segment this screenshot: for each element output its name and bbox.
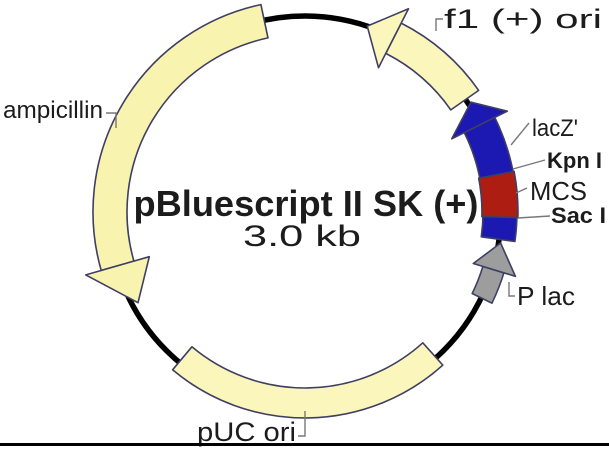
ampicillin-label: ampicillin: [3, 97, 103, 124]
puc-ori-band: [171, 342, 444, 419]
mcs-leader-line: [515, 187, 528, 194]
ampicillin-leader-line: [106, 112, 117, 128]
f1-ori-leader-line: [435, 18, 443, 31]
f1-ori-arrowhead: [366, 8, 410, 69]
sac-leader-line: [517, 215, 551, 219]
mcs-label: MCS: [530, 176, 587, 206]
ampicillin-gene-band: [92, 3, 269, 272]
f1-ori-band: [385, 22, 480, 111]
plac-promoter-arrowhead: [472, 242, 517, 278]
mcs-segment: [477, 170, 519, 219]
puc-ori-leader-line: [298, 411, 306, 437]
lacz-leader-line: [510, 122, 530, 146]
plac-leader-line: [508, 282, 515, 297]
plasmid-name-title: pBluescript II SK (+): [134, 183, 479, 224]
lacz-label: lacZ': [532, 115, 578, 142]
puc-ori-label: pUC ori: [197, 417, 296, 447]
ampicillin-gene-arrowhead: [85, 255, 151, 304]
plasmid-size-label: 3.0 kb: [243, 220, 361, 253]
sac-site-label: Sac I: [551, 203, 606, 228]
figure-bottom-border: [0, 443, 609, 446]
lacz-gene-arrowhead: [451, 101, 509, 140]
plac-label: P lac: [517, 281, 575, 311]
kpn-leader-line: [512, 159, 546, 170]
kpn-site-label: Kpn I: [547, 148, 602, 173]
f1-ori-label: f1 (+) ori: [444, 4, 602, 34]
